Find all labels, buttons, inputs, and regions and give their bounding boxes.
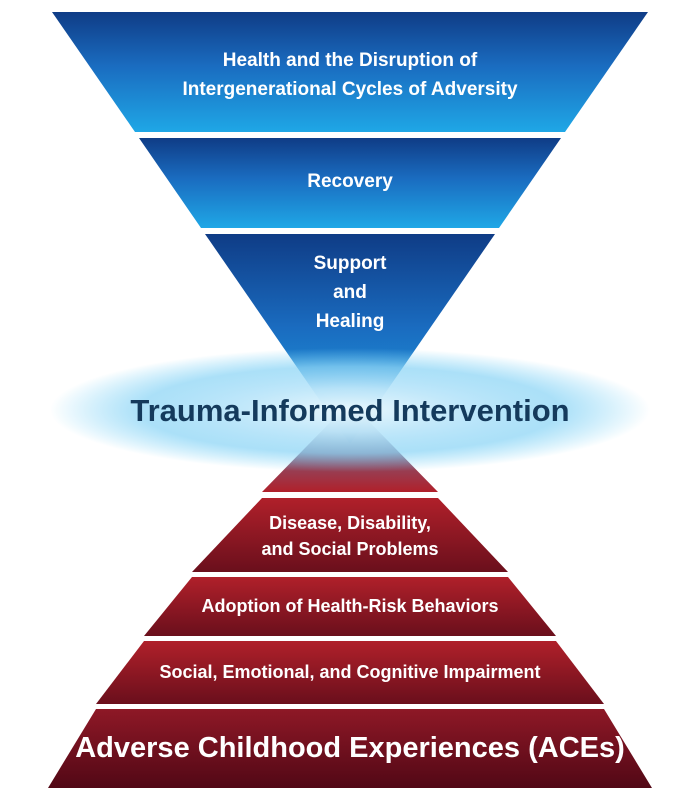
bottom-level-label-2: Adoption of Health-Risk Behaviors bbox=[201, 596, 498, 616]
bottom-level-label-4: Adverse Childhood Experiences (ACEs) bbox=[75, 732, 625, 764]
top-level-1-line-2: Intergenerational Cycles of Adversity bbox=[182, 79, 518, 100]
bottom-level-4-line-1: Adverse Childhood Experiences (ACEs) bbox=[75, 732, 625, 764]
bottom-level-1-line-2: and Social Problems bbox=[261, 539, 438, 559]
bottom-level-band-4 bbox=[48, 709, 652, 788]
bottom-level-label-1: Disease, Disability, and Social Problems bbox=[261, 513, 438, 559]
bottom-level-band-1 bbox=[192, 498, 508, 572]
bottom-level-band-2 bbox=[144, 577, 556, 636]
bottom-level-label-3: Social, Emotional, and Cognitive Impairm… bbox=[159, 662, 540, 682]
top-level-1-line-1: Health and the Disruption of bbox=[223, 50, 478, 71]
intervention-glow bbox=[50, 348, 650, 472]
top-level-label-1: Health and the Disruption of Intergenera… bbox=[182, 50, 518, 100]
top-level-band-3 bbox=[205, 234, 495, 444]
top-level-label-2: Recovery bbox=[307, 171, 393, 192]
bottom-level-2-line-1: Adoption of Health-Risk Behaviors bbox=[201, 596, 498, 616]
top-level-3-line-1: Support bbox=[314, 253, 387, 274]
intervention-label: Trauma-Informed Intervention bbox=[130, 393, 569, 428]
top-level-3-line-3: Healing bbox=[316, 311, 385, 332]
bottom-level-1-line-1: Disease, Disability, bbox=[269, 513, 431, 533]
top-level-band-1 bbox=[52, 12, 648, 132]
bottom-level-3-line-1: Social, Emotional, and Cognitive Impairm… bbox=[159, 662, 540, 682]
bottom-level-band-3 bbox=[96, 641, 604, 704]
top-level-2-line-1: Recovery bbox=[307, 171, 393, 192]
top-level-3-line-2: and bbox=[333, 282, 367, 303]
top-level-label-3: Support and Healing bbox=[314, 253, 387, 332]
top-level-band-2 bbox=[139, 138, 561, 228]
